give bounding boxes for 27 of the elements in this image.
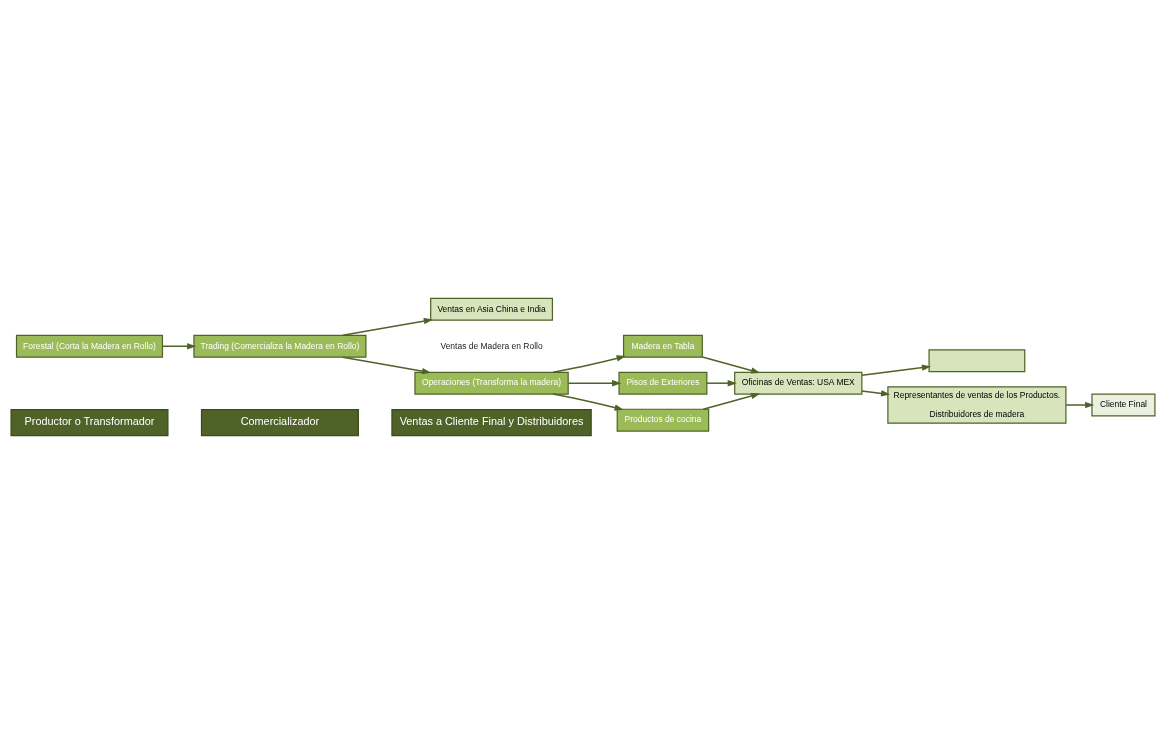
arrow: [1065, 401, 1095, 409]
arrow: [861, 390, 891, 397]
arrow: [161, 343, 197, 350]
arrow: [342, 356, 432, 375]
node-box: Pisos de Exteriores: [618, 371, 708, 395]
node-box: Productos de cocina: [616, 408, 710, 432]
node-box: [928, 349, 1026, 373]
node-box: Madera en Tabla: [622, 334, 703, 358]
arrow: [701, 356, 761, 374]
node-box: Forestal (Corta la Madera en Rollo): [15, 334, 164, 358]
node-box: Cliente Final: [1091, 393, 1156, 417]
node-box: Comercializador: [200, 408, 359, 437]
arrow: [861, 364, 932, 376]
node-box: Oficinas de Ventas: USA MEX: [734, 371, 863, 395]
node-box: Operaciones (Transforma la madera): [414, 371, 569, 395]
node-box: Ventas en Asia China e India: [430, 297, 554, 321]
node-box: Representantes de ventas de los Productos. Distribuidores de madera: [887, 386, 1067, 424]
arrow: [552, 393, 624, 411]
arrow: [342, 317, 433, 337]
node-box: Productor o Transformador: [10, 408, 169, 437]
arrow: [552, 355, 626, 374]
arrow: [706, 380, 737, 387]
arrow: [702, 392, 761, 410]
arrow: [567, 380, 622, 387]
label: Ventas de Madera en Rollo: [440, 340, 543, 351]
node-box: Trading (Comercializa la Madera en Rollo): [193, 334, 367, 358]
node-box: Ventas a Cliente Final y Distribuidores: [391, 408, 592, 437]
